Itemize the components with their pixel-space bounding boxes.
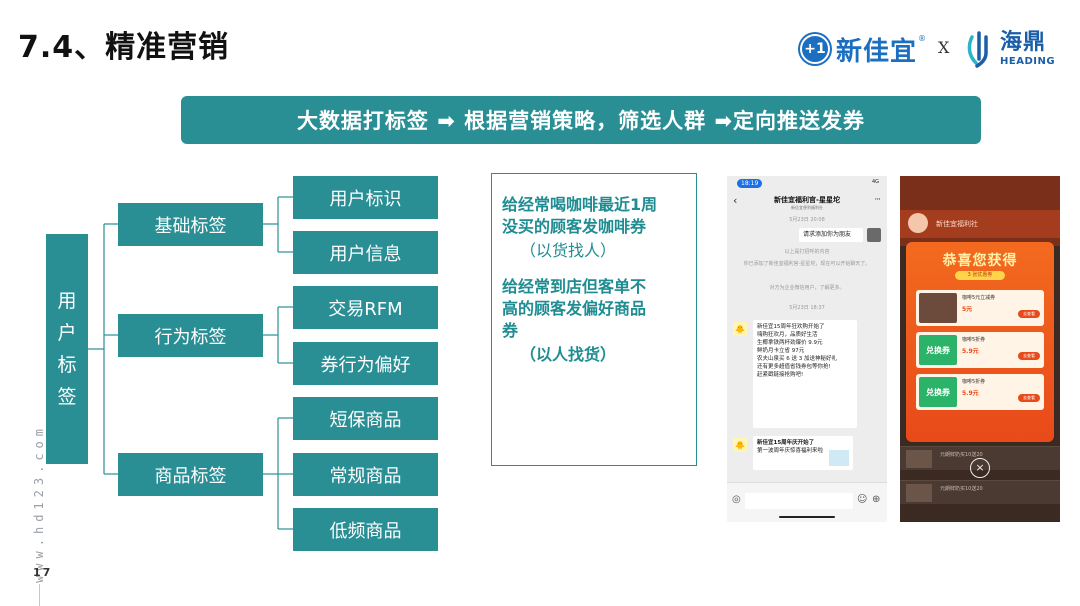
case1-line: 给经常喝咖啡最近1周 (502, 195, 658, 214)
chat-timestamp: 5月23日 20:08 (789, 217, 825, 223)
category-behavior-tags: 行为标签 (118, 314, 263, 357)
coupon-thumb: 兑换券 (919, 335, 957, 365)
heading-name-cn: 海鼎 (1000, 29, 1047, 55)
root-char: 户 (57, 322, 77, 344)
phone-chat-screenshot: 18:19 4G ‹ 新佳宜福利官-星星坨 新佳宜便利福利社 ··· 5月23日… (727, 176, 887, 522)
congrats-subtitle: 3 张优惠券 (955, 271, 1005, 280)
user-tags-root: 用 户 标 签 (46, 234, 88, 464)
xinjiayi-mark-icon: +1 (800, 34, 830, 64)
coupon-card: 兑换券 咖啡5折券 5.9元 去查看 (916, 332, 1044, 368)
view-coupon-button[interactable]: 去查看 (1018, 352, 1040, 360)
voice-icon[interactable]: ◎ (732, 494, 741, 505)
case2-line: 给经常到店但客单不 (502, 277, 647, 296)
view-coupon-button[interactable]: 去查看 (1018, 310, 1040, 318)
case1-line: 没买的顾客发咖啡券 (502, 217, 647, 236)
promo-line: 新佳宜15周年狂欢购开始了 (757, 324, 825, 330)
promo-line: 鲜奶月卡立省 97元 (757, 348, 805, 354)
leaf-low-frequency-goods: 低频商品 (293, 508, 438, 551)
leaf-regular-goods: 常规商品 (293, 453, 438, 496)
page-rule (39, 584, 40, 606)
bg-list-item: 元朗鲜奶买10送20 (940, 486, 983, 492)
back-icon: ‹ (733, 194, 738, 207)
leaf-transaction-rfm: 交易RFM (293, 286, 438, 329)
root-char: 签 (57, 386, 77, 408)
promo-line: 农夫山泉买 6 送 3 加送神秘好礼 (757, 356, 837, 362)
coupon-name: 咖啡5折券 (962, 337, 986, 343)
coupon-name: 咖啡5折券 (962, 379, 986, 385)
coupon-name: 咖啡5元立减券 (962, 295, 996, 301)
status-time: 18:19 (737, 179, 763, 188)
shop-avatar (908, 213, 928, 233)
coupon-value: 5元 (962, 306, 973, 313)
coupon-value: 5.9元 (962, 348, 979, 355)
promo-line: 还有更多超值省钱券包等你抢! (757, 364, 831, 370)
slide-title: 7.4、精准营销 (18, 30, 230, 65)
chat-system-line: 你已添加了新佳宜福利官-星星坨，现在可以开始聊天了。 (743, 261, 871, 267)
chat-input-field[interactable] (745, 493, 853, 509)
coupon-page-header: 新佳宜福利社 (936, 220, 978, 228)
chat-system-line: 对方为企业微信用户，了解更多。 (769, 285, 845, 291)
chat-avatar-mascot: 🐥 (733, 438, 747, 452)
more-icon: ··· (874, 195, 881, 205)
status-signal: 4G (871, 179, 879, 185)
case2-note: （以人找货） (520, 345, 617, 364)
xinjiayi-logo: +1 新佳宜 ® (800, 26, 926, 72)
heading-logo: 海鼎 HEADING (966, 26, 1055, 72)
heading-name-en: HEADING (1000, 55, 1056, 67)
case2-line: 券 (502, 321, 519, 340)
phone-coupon-screenshot: 新佳宜福利社 元朗鲜奶买10送20 元朗鲜奶买10送20 恭喜您获得 3 张优惠… (900, 176, 1060, 522)
chat-avatar-self (867, 228, 881, 242)
root-char: 标 (57, 354, 77, 376)
strategy-description: 给经常喝咖啡最近1周 没买的顾客发咖啡券 （以货找人） 给经常到店但客单不 高的… (491, 173, 697, 466)
xinjiayi-name: 新佳宜 (836, 36, 918, 67)
registered-mark: ® (918, 34, 927, 43)
close-icon[interactable]: × (970, 458, 990, 478)
emoji-icon[interactable]: ☺ (857, 494, 868, 505)
coupon-thumb (919, 293, 957, 323)
promo-card-subtitle: 第一波周年庆惊喜福利来啦 (757, 448, 824, 454)
promo-line: 生椰拿铁两杯劲爆价 9.9元 (757, 340, 823, 346)
root-char: 用 (57, 290, 77, 312)
promo-line: 嗨购狂欢月，品质好生活 (757, 332, 818, 338)
chat-title: 新佳宜福利官-星星坨 (774, 196, 840, 204)
case1-note: （以货找人） (520, 241, 617, 260)
chat-timestamp: 5月23日 18:37 (789, 305, 825, 311)
brand-separator: X (938, 38, 950, 57)
category-basic-tags: 基础标签 (118, 203, 263, 246)
coupon-card: 咖啡5元立减券 5元 去查看 (916, 290, 1044, 326)
leaf-coupon-preference: 券行为偏好 (293, 342, 438, 385)
coupon-value: 5.9元 (962, 390, 979, 397)
view-coupon-button[interactable]: 去查看 (1018, 394, 1040, 402)
chat-avatar-mascot: 🐥 (733, 322, 747, 336)
home-indicator (779, 516, 835, 518)
page-number: 17 (33, 566, 53, 579)
promo-line: 赶紧戳链接抢购吧! (757, 372, 804, 378)
leaf-short-shelf-goods: 短保商品 (293, 397, 438, 440)
congrats-title: 恭喜您获得 (942, 253, 1018, 269)
leaf-user-info: 用户信息 (293, 231, 438, 274)
chat-system-line: 以上是打招呼的内容 (784, 249, 830, 255)
plus-icon[interactable]: ⊕ (872, 494, 881, 505)
friend-request-bubble: 请求添加你为朋友 (799, 228, 863, 242)
coupon-modal: 恭喜您获得 3 张优惠券 咖啡5元立减券 5元 去查看 兑换券 咖啡5折券 5.… (906, 242, 1054, 442)
promo-message-bubble: 新佳宜15周年狂欢购开始了 嗨购狂欢月，品质好生活 生椰拿铁两杯劲爆价 9.9元… (753, 320, 857, 428)
category-product-tags: 商品标签 (118, 453, 263, 496)
process-banner: 大数据打标签 ➡ 根据营销策略，筛选人群 ➡定向推送发券 (181, 96, 981, 144)
case2-line: 高的顾客发偏好商品 (502, 299, 647, 318)
promo-card-title: 新佳宜15周年庆开始了 (757, 440, 815, 446)
tag-tree-connectors (88, 196, 293, 530)
leaf-user-id: 用户标识 (293, 176, 438, 219)
promo-card-thumbnail (829, 450, 849, 466)
coupon-thumb: 兑换券 (919, 377, 957, 407)
promo-card-bubble[interactable]: 新佳宜15周年庆开始了 第一波周年庆惊喜福利来啦 (753, 436, 853, 470)
chat-subtitle: 新佳宜便利福利社 (791, 205, 823, 210)
chat-input-bar: ◎ ☺ ⊕ (727, 482, 887, 522)
coupon-card: 兑换券 咖啡5折券 5.9元 去查看 (916, 374, 1044, 410)
heading-mark-icon (966, 29, 994, 69)
bg-list-item: 元朗鲜奶买10送20 (940, 452, 983, 458)
website-watermark: www.hd123.com (32, 424, 46, 583)
